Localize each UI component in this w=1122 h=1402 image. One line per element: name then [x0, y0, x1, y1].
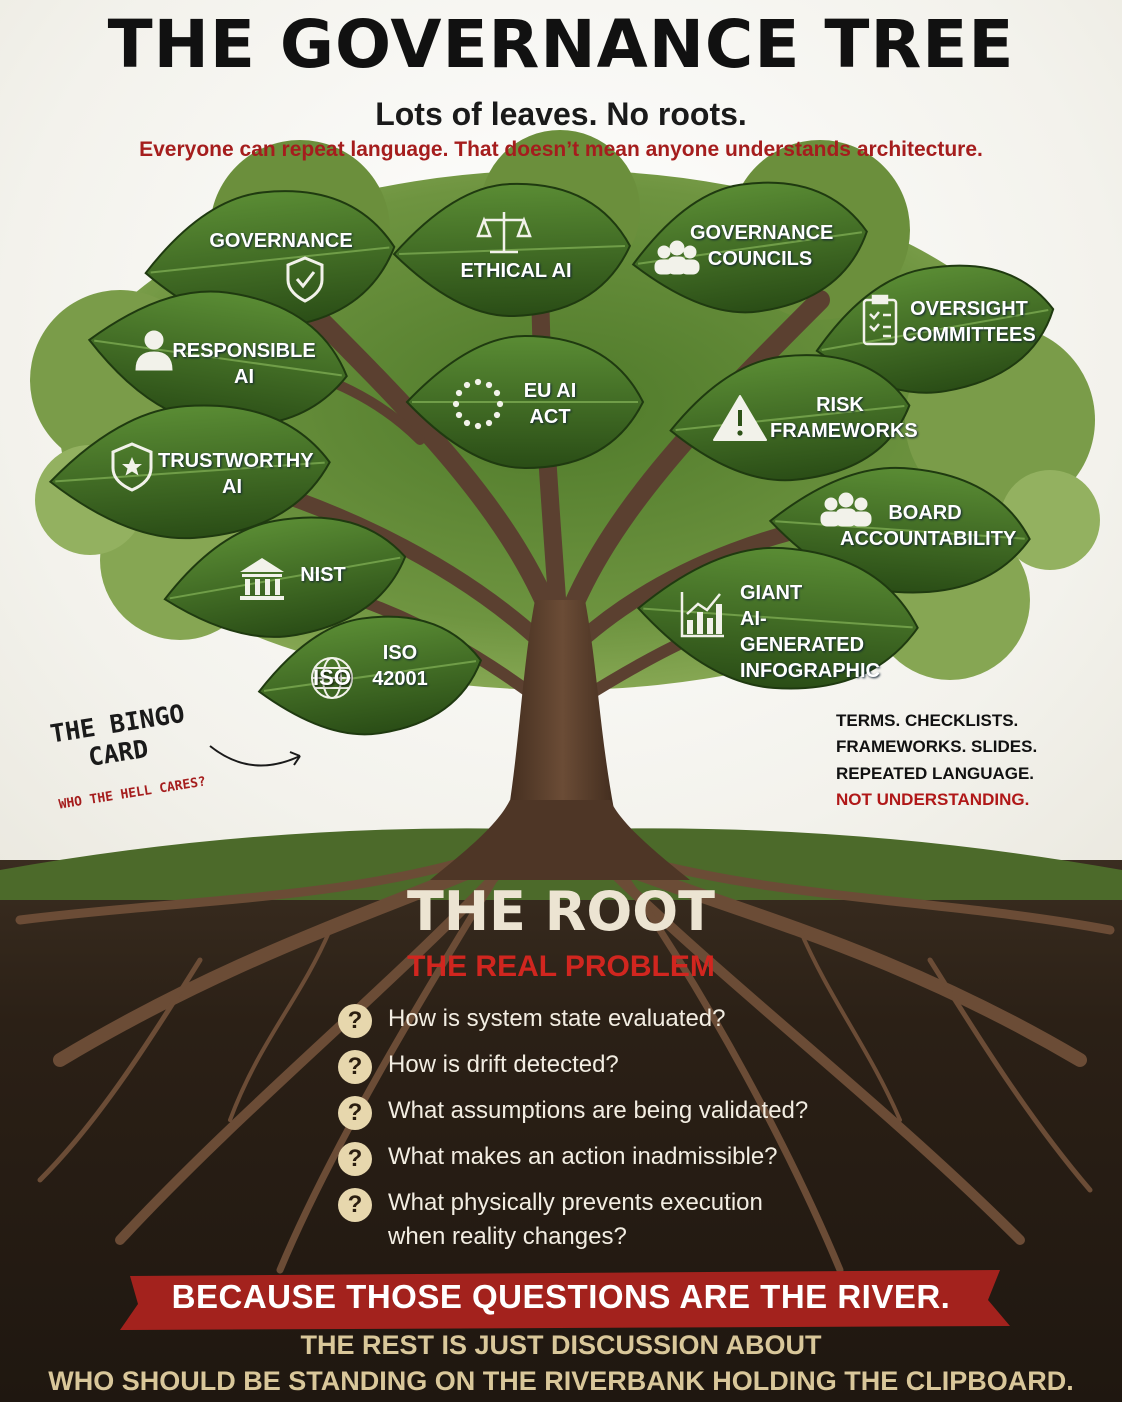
question-icon: ? [338, 1050, 372, 1084]
question-text: What assumptions are being validated? [388, 1097, 809, 1124]
question-icon: ? [338, 1004, 372, 1038]
globe-icon [311, 657, 353, 699]
scales-icon [476, 212, 532, 254]
root-title: THE ROOT [407, 880, 715, 943]
question-icon: ? [338, 1188, 372, 1222]
question-text: How is system state evaluated? [388, 1005, 726, 1032]
leaf-icons [111, 212, 898, 699]
page-tagline: Everyone can repeat language. That doesn… [139, 138, 983, 161]
leaf-trustworthy-ai: TRUSTWORTHY AI [158, 450, 314, 498]
bar-chart-icon [680, 592, 724, 638]
footer-banner [120, 1270, 1010, 1330]
question-item: ? How is drift detected? [338, 1050, 619, 1084]
footer-banner-text: BECAUSE THOSE QUESTIONS ARE THE RIVER. [171, 1278, 951, 1315]
trunk-base [430, 800, 690, 880]
bingo-arrow [209, 745, 301, 767]
leaf-shapes [48, 181, 1055, 736]
root-subtitle: THE REAL PROBLEM [407, 950, 715, 983]
shield-check-icon [286, 256, 324, 303]
page-subtitle: Lots of leaves. No roots. [375, 96, 747, 132]
closing-line-2: WHO SHOULD BE STANDING ON THE RIVERBANK … [48, 1366, 1074, 1396]
question-icon: ? [338, 1096, 372, 1130]
leaf-responsible-ai: RESPONSIBLE AI [172, 340, 316, 388]
shield-star-icon [111, 442, 153, 492]
leaf-board-accountability: BOARD ACCOUNTABILITY [840, 502, 1017, 550]
leaf-ethical-ai: ETHICAL AI [460, 260, 572, 282]
side-note: TERMS. CHECKLISTS. FRAMEWORKS. SLIDES. R… [836, 711, 1038, 810]
leaf-eu-ai-act: EU AI ACT [523, 380, 577, 428]
leaf-risk-frameworks: RISK FRAMEWORKS [770, 394, 918, 442]
building-icon [240, 558, 284, 600]
question-item: ? How is system state evaluated? [338, 1004, 726, 1038]
leaf-nist: NIST [300, 564, 346, 586]
page-title: THE GOVERNANCE TREE [107, 6, 1015, 83]
question-text: How is drift detected? [388, 1051, 619, 1078]
question-item: ? What makes an action inadmissible? [338, 1142, 778, 1176]
question-item: ? What physically prevents execution whe… [338, 1188, 763, 1253]
leaf-governance-councils: GOVERNANCE COUNCILS [690, 222, 834, 270]
question-icon: ? [338, 1142, 372, 1176]
tree-trunk [500, 600, 625, 860]
clipboard-icon [862, 294, 898, 346]
leaf-iso-42001: ISO 42001 [372, 642, 428, 690]
question-item: ? What assumptions are being validated? [338, 1096, 808, 1130]
warning-icon [713, 395, 767, 441]
leaf-oversight-committees: OVERSIGHT COMMITTEES [902, 298, 1036, 346]
iso-badge-text: ISO [313, 665, 351, 690]
person-icon [135, 330, 173, 371]
leaf-governance: GOVERNANCE [209, 230, 353, 252]
eu-stars-icon [452, 378, 504, 430]
group-icon [820, 492, 872, 527]
group-icon [654, 240, 700, 275]
closing-line-1: THE REST IS JUST DISCUSSION ABOUT [300, 1330, 822, 1360]
bingo-arrow-head [289, 751, 301, 766]
question-text: What physically prevents execution when … [388, 1189, 763, 1250]
leaf-giant-infographic: GIANT AI-GENERATED INFOGRAPHIC [740, 582, 880, 682]
question-text: What makes an action inadmissible? [388, 1143, 778, 1170]
